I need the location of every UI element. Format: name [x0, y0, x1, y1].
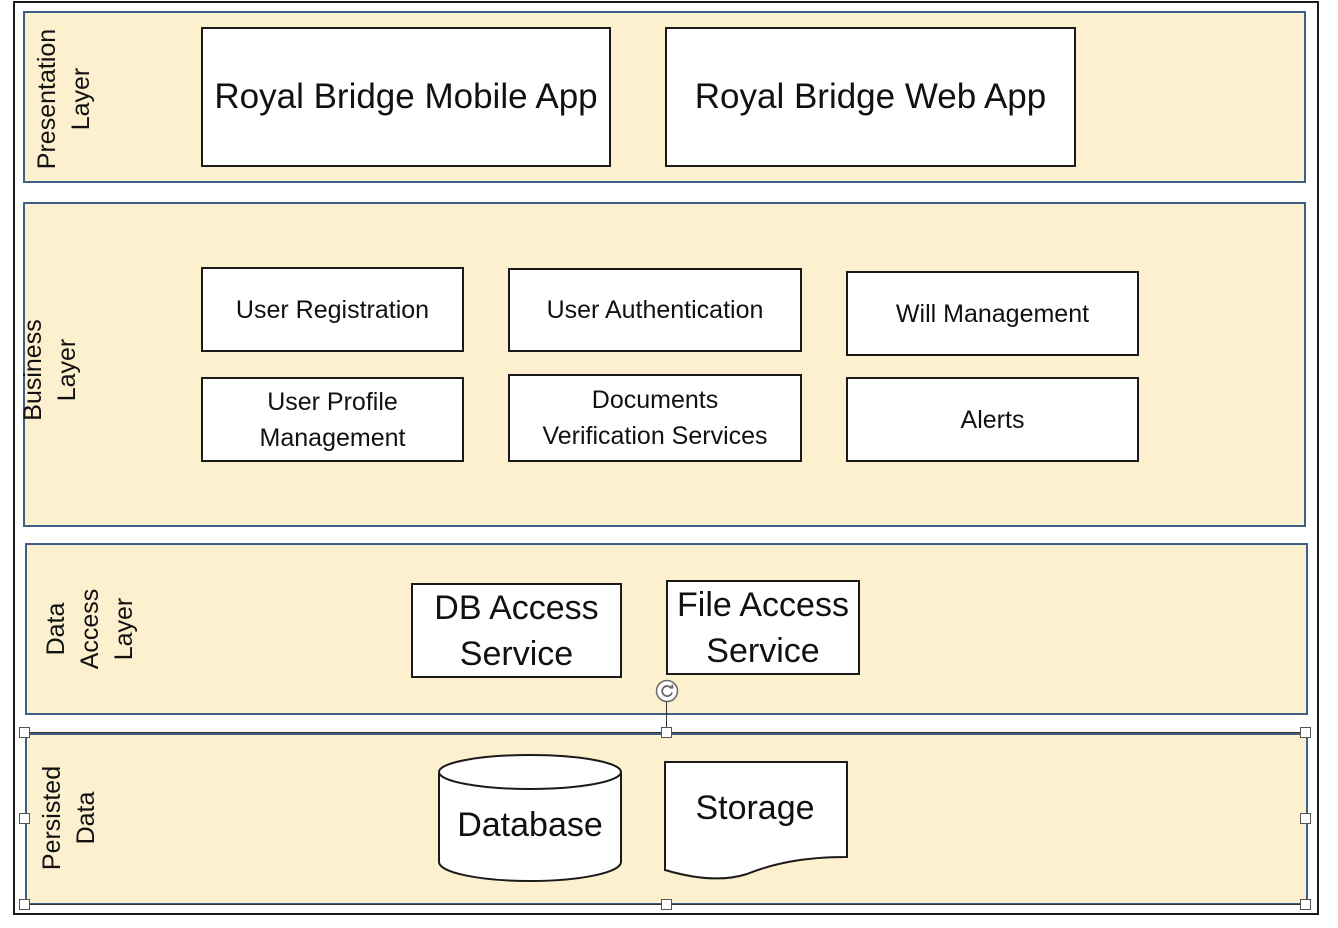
resize-handle-middle-right[interactable] — [1300, 813, 1311, 824]
mobile-app-box: Royal Bridge Mobile App — [201, 27, 611, 167]
storage-document: Storage — [664, 761, 848, 880]
business-layer — [23, 202, 1306, 527]
rotate-handle-stem — [666, 700, 667, 732]
database-label: Database — [457, 806, 603, 844]
user-profile-management-box: User Profile Management — [201, 377, 464, 462]
resize-handle-bottom-middle[interactable] — [661, 899, 672, 910]
persisted-data-layer-label: Persisted Data — [38, 765, 100, 871]
rotate-handle-icon[interactable] — [655, 679, 679, 703]
diagram-frame — [13, 1, 1319, 915]
data-access-layer-label: Data Access Layer — [42, 588, 138, 670]
resize-handle-top-right[interactable] — [1300, 727, 1311, 738]
resize-handle-top-middle[interactable] — [661, 727, 672, 738]
business-layer-label: Business Layer — [19, 319, 81, 421]
will-management-box: Will Management — [846, 271, 1139, 356]
storage-label: Storage — [695, 789, 814, 827]
resize-handle-top-left[interactable] — [19, 727, 30, 738]
resize-handle-bottom-right[interactable] — [1300, 899, 1311, 910]
user-authentication-box: User Authentication — [508, 268, 802, 352]
presentation-layer-label: Presentation Layer — [33, 28, 95, 170]
database-cylinder: Database — [438, 754, 622, 882]
resize-handle-middle-left[interactable] — [19, 813, 30, 824]
db-access-service-box: DB Access Service — [411, 583, 622, 678]
documents-verification-box: Documents Verification Services — [508, 374, 802, 462]
resize-handle-bottom-left[interactable] — [19, 899, 30, 910]
alerts-box: Alerts — [846, 377, 1139, 462]
web-app-box: Royal Bridge Web App — [665, 27, 1076, 167]
user-registration-box: User Registration — [201, 267, 464, 352]
file-access-service-box: File Access Service — [666, 580, 860, 675]
